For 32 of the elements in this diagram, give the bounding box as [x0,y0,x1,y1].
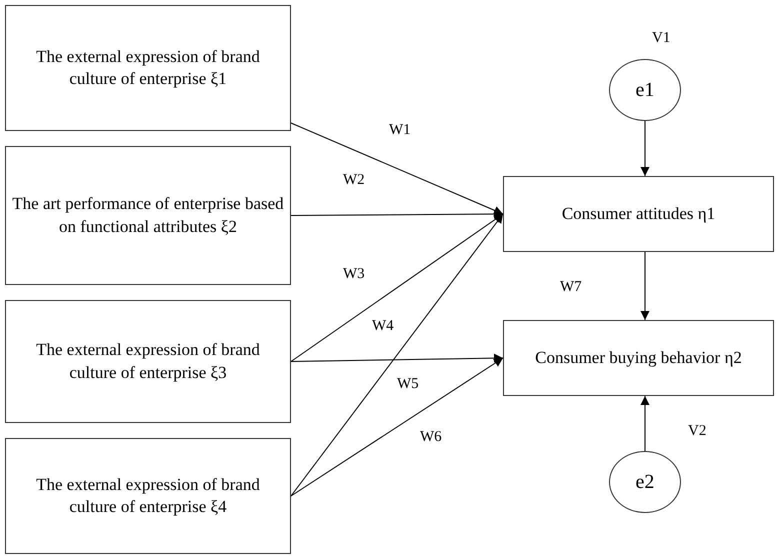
node-text: The external expression of brand culture of enterprise ξ1 [35,46,261,90]
variable-box [5,438,291,554]
variable-box [5,300,291,423]
arrow [290,210,504,219]
path-label: W3 [343,266,365,283]
arrow [290,358,504,496]
arrow [640,252,650,320]
variable-box [5,146,291,285]
node-text: The external expression of brand culture of enterprise ξ4 [35,474,261,518]
arrow [290,214,504,496]
path-label: W1 [389,122,411,139]
node-text: Consumer attitudes η1 [560,202,716,225]
path-label: V2 [688,423,706,440]
node-text: Consumer buying behavior η2 [534,346,743,369]
node-text: The art performance of enterprise based on functional attributes ξ2 [11,193,285,238]
node-text: e2 [634,470,656,495]
path-label: W7 [560,279,582,296]
path-label: W6 [420,429,442,446]
path-label: W5 [397,376,419,393]
variable-box [503,320,774,396]
node-text: e1 [634,78,656,103]
variable-box [503,176,774,252]
arrow [290,122,504,215]
path-label: W2 [343,172,365,189]
variable-box [5,5,291,131]
arrow [290,354,504,363]
node-text: The external expression of brand culture of enterprise ξ3 [35,339,261,384]
arrow [290,214,504,362]
arrow [640,120,650,176]
path-label: V1 [652,30,670,47]
arrow [640,396,650,452]
path-label: W4 [372,318,394,335]
